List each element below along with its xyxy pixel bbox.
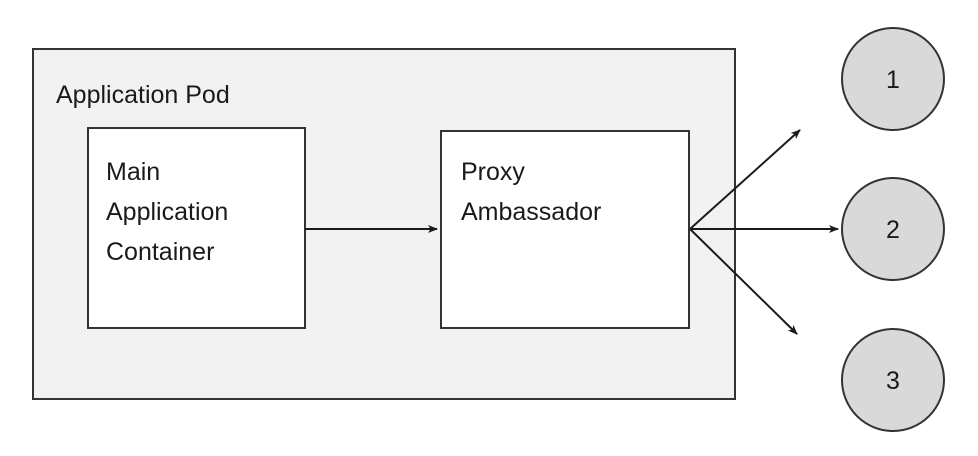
endpoint-label-3: 3 bbox=[886, 367, 900, 395]
endpoint-label-1: 1 bbox=[886, 66, 900, 94]
arrow-proxy-to-endpoint-3 bbox=[689, 228, 798, 335]
endpoint-circle-1[interactable] bbox=[841, 27, 945, 131]
main-application-container-box[interactable] bbox=[87, 127, 306, 329]
proxy-ambassador-container-box[interactable] bbox=[440, 130, 690, 329]
endpoint-label-2: 2 bbox=[886, 216, 900, 244]
endpoint-circle-2[interactable] bbox=[841, 177, 945, 281]
endpoint-circle-3[interactable] bbox=[841, 328, 945, 432]
proxy-ambassador-container-label: Proxy Ambassador bbox=[461, 158, 601, 226]
arrow-proxy-to-endpoint-1 bbox=[689, 129, 801, 230]
main-application-container-label: Main Application Container bbox=[106, 158, 235, 266]
application-pod-label: Application Pod bbox=[56, 81, 230, 109]
